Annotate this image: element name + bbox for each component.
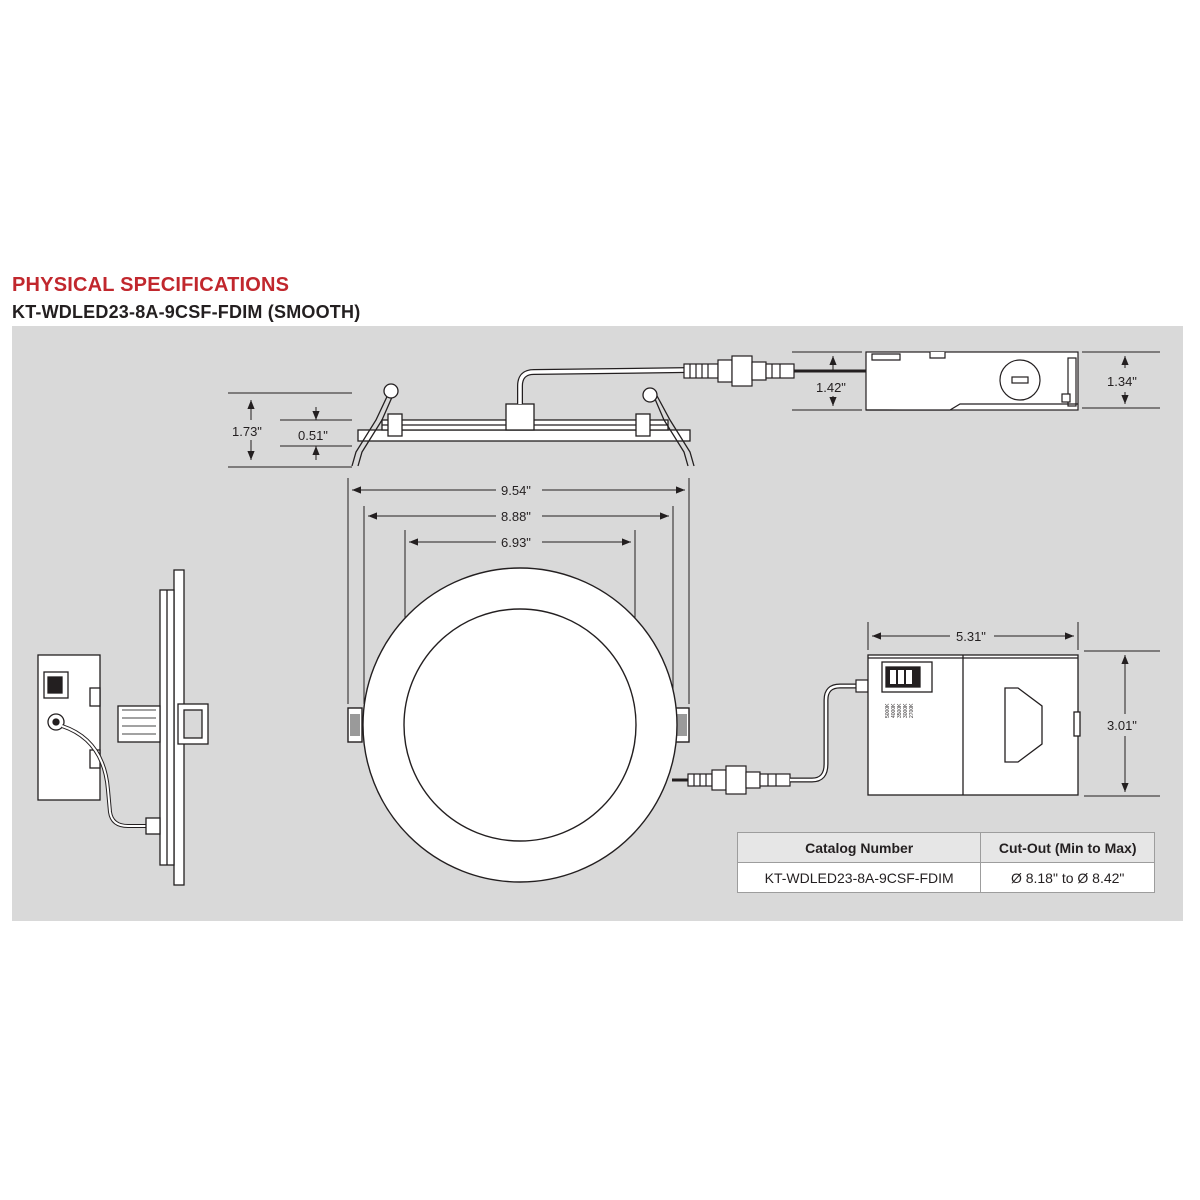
dim-side-height: 1.73": [232, 424, 262, 439]
cct-label-3: 3500K: [897, 703, 903, 718]
driver-top-dimensions: [867, 622, 1160, 797]
driver-top-view: [867, 654, 1081, 796]
cct-label-2: 4000K: [891, 703, 897, 718]
dim-side-trim: 0.51": [298, 428, 328, 443]
connector-top: [683, 355, 868, 387]
spec-table: Catalog Number Cut-Out (Min to Max) KT-W…: [736, 832, 1155, 893]
cct-label-4: 3000K: [903, 703, 909, 718]
table-row: KT-WDLED23-8A-9CSF-FDIM Ø 8.18" to Ø 8.4…: [736, 862, 1155, 893]
dim-driver-width: 3.01": [1107, 718, 1137, 733]
left-spring-clip: [351, 385, 393, 467]
cct-label-5: 2700K: [909, 703, 915, 718]
cutout-cell: Ø 8.18" to Ø 8.42": [980, 862, 1155, 893]
dim-spring-width: 8.88": [501, 509, 531, 524]
driver-side-view: [865, 351, 1079, 411]
cable-front: [672, 679, 869, 795]
left-side-view: [37, 569, 209, 886]
front-view: [347, 567, 690, 883]
model-subtitle: KT-WDLED23-8A-9CSF-FDIM (SMOOTH): [12, 302, 361, 322]
directional-arrow-icon: [1004, 687, 1043, 763]
catalog-number-cell: KT-WDLED23-8A-9CSF-FDIM: [736, 862, 982, 893]
cct-label-1: 5000K: [885, 703, 891, 718]
table-header-cutout: Cut-Out (Min to Max): [980, 832, 1155, 863]
page-title: PHYSICAL SPECIFICATIONS: [12, 274, 290, 296]
side-profile-view: [351, 367, 695, 467]
lens: [403, 608, 637, 842]
dim-outer-diameter: 9.54": [501, 483, 531, 498]
wire-junction: [505, 403, 535, 431]
dim-driver-height-side: 1.42": [816, 380, 846, 395]
side-height-dimension: [228, 392, 352, 468]
dim-driver-length: 5.31": [956, 629, 986, 644]
right-spring-clip: [651, 391, 689, 467]
side-spring-clip: [117, 705, 161, 743]
dim-lens-diameter: 6.93": [501, 535, 531, 550]
dim-driver-height-end: 1.34": [1107, 374, 1137, 389]
driver-height-dimensions: [792, 351, 1160, 411]
table-header-catalog: Catalog Number: [736, 832, 982, 863]
